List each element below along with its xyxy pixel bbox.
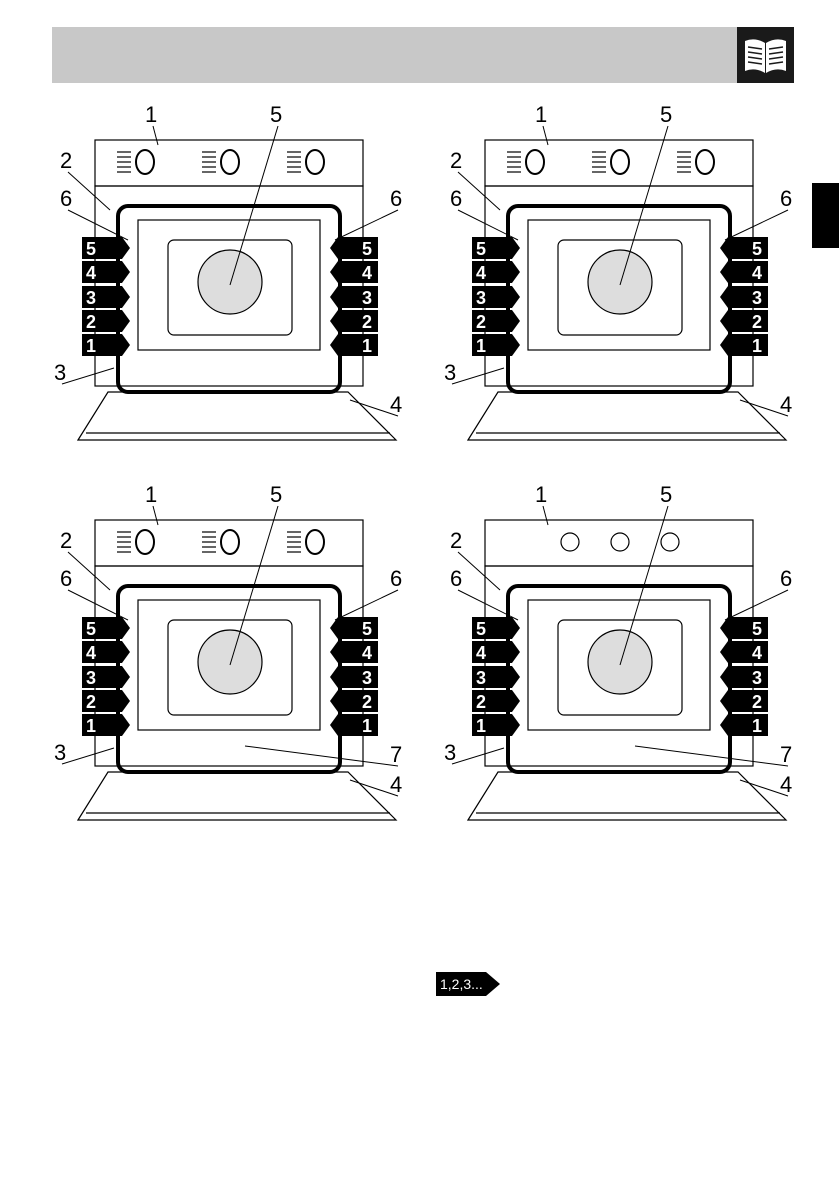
callout-c2: 2	[60, 528, 72, 553]
oven-drawing: 5 5 4 4 3 3 2 2 1 1 1 5 2 6 6 3 4 7	[440, 480, 810, 840]
callout-c6l: 6	[60, 186, 72, 211]
callout-c2: 2	[450, 528, 462, 553]
callout-c2: 2	[450, 148, 462, 173]
book-icon	[737, 27, 794, 83]
fan-cover	[198, 630, 262, 694]
callout-c3: 3	[54, 360, 66, 385]
callout-c4: 4	[780, 772, 792, 797]
shelf-label-left: 4	[476, 263, 486, 283]
fan-cover	[588, 250, 652, 314]
shelf-label-left: 2	[476, 692, 486, 712]
shelf-label-left: 5	[476, 619, 486, 639]
callout-c5: 5	[660, 102, 672, 127]
shelf-label-left: 4	[476, 643, 486, 663]
shelf-label-left: 2	[86, 692, 96, 712]
callout-c6r: 6	[390, 186, 402, 211]
callout-c5: 5	[270, 482, 282, 507]
shelf-label-right: 5	[752, 239, 762, 259]
shelf-label-right: 2	[362, 312, 372, 332]
shelf-label-right: 2	[752, 692, 762, 712]
callout-c6r: 6	[780, 186, 792, 211]
shelf-label-right: 5	[362, 619, 372, 639]
callout-c1: 1	[145, 482, 157, 507]
shelf-label-right: 3	[362, 668, 372, 688]
fan-cover	[198, 250, 262, 314]
callout-c5: 5	[660, 482, 672, 507]
callout-c6l: 6	[450, 566, 462, 591]
shelf-label-right: 4	[362, 263, 372, 283]
shelf-label-left: 4	[86, 263, 96, 283]
shelf-label-right: 3	[752, 668, 762, 688]
reference-badge: 1,2,3...	[436, 972, 500, 996]
callout-c6r: 6	[780, 566, 792, 591]
shelf-label-right: 5	[362, 239, 372, 259]
callout-c1: 1	[535, 482, 547, 507]
oven-drawing: 5 5 4 4 3 3 2 2 1 1 1 5 2 6 6 3 4	[50, 100, 420, 460]
shelf-label-left: 5	[476, 239, 486, 259]
callout-c6r: 6	[390, 566, 402, 591]
callout-c6l: 6	[450, 186, 462, 211]
shelf-label-left: 2	[476, 312, 486, 332]
shelf-label-left: 3	[476, 288, 486, 308]
callout-c4: 4	[780, 392, 792, 417]
shelf-label-right: 3	[362, 288, 372, 308]
callout-c3: 3	[444, 740, 456, 765]
callout-c7: 7	[780, 742, 792, 767]
shelf-label-left: 5	[86, 239, 96, 259]
shelf-label-left: 2	[86, 312, 96, 332]
shelf-label-right: 4	[752, 263, 762, 283]
oven-figure-1: 5 5 4 4 3 3 2 2 1 1 1 5 2 6 6 3 4	[50, 100, 420, 460]
callout-c5: 5	[270, 102, 282, 127]
shelf-label-left: 3	[86, 668, 96, 688]
section-tab	[812, 183, 839, 248]
callout-c3: 3	[444, 360, 456, 385]
reference-badge-label: 1,2,3...	[440, 975, 483, 993]
header-bar	[52, 27, 794, 83]
shelf-label-right: 1	[362, 336, 372, 356]
shelf-label-right: 1	[752, 336, 762, 356]
shelf-label-right: 2	[752, 312, 762, 332]
oven-drawing: 5 5 4 4 3 3 2 2 1 1 1 5 2 6 6 3 4 7	[50, 480, 420, 840]
shelf-label-left: 1	[476, 716, 486, 736]
callout-c3: 3	[54, 740, 66, 765]
fan-cover	[588, 630, 652, 694]
callout-c7: 7	[390, 742, 402, 767]
shelf-label-left: 3	[476, 668, 486, 688]
shelf-label-right: 2	[362, 692, 372, 712]
shelf-label-right: 1	[752, 716, 762, 736]
oven-drawing: 5 5 4 4 3 3 2 2 1 1 1 5 2 6 6 3 4	[440, 100, 810, 460]
shelf-label-right: 4	[752, 643, 762, 663]
shelf-label-right: 1	[362, 716, 372, 736]
oven-figure-4: 5 5 4 4 3 3 2 2 1 1 1 5 2 6 6 3 4 7	[440, 480, 810, 840]
shelf-label-left: 5	[86, 619, 96, 639]
shelf-label-right: 3	[752, 288, 762, 308]
callout-c1: 1	[145, 102, 157, 127]
shelf-label-left: 1	[476, 336, 486, 356]
callout-c1: 1	[535, 102, 547, 127]
oven-figure-2: 5 5 4 4 3 3 2 2 1 1 1 5 2 6 6 3 4	[440, 100, 810, 460]
callout-c4: 4	[390, 772, 402, 797]
shelf-label-left: 1	[86, 336, 96, 356]
shelf-label-right: 5	[752, 619, 762, 639]
oven-figure-3: 5 5 4 4 3 3 2 2 1 1 1 5 2 6 6 3 4 7	[50, 480, 420, 840]
callout-c2: 2	[60, 148, 72, 173]
shelf-label-left: 4	[86, 643, 96, 663]
shelf-label-left: 1	[86, 716, 96, 736]
callout-c6l: 6	[60, 566, 72, 591]
shelf-label-left: 3	[86, 288, 96, 308]
shelf-label-right: 4	[362, 643, 372, 663]
callout-c4: 4	[390, 392, 402, 417]
